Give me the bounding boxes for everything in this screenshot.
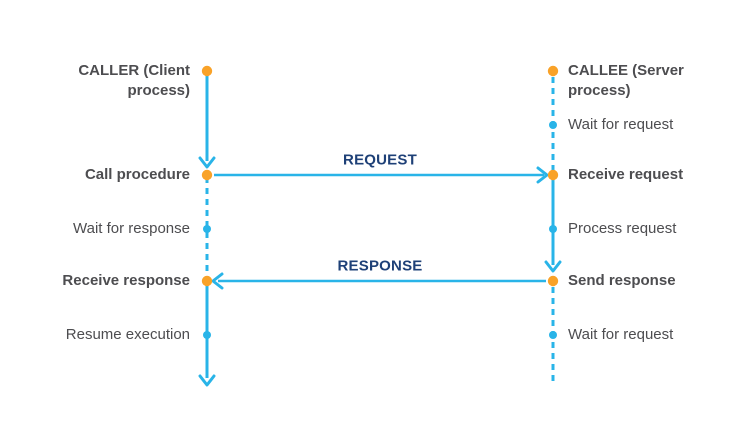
wait-for-request-2-label: Wait for request <box>568 326 674 343</box>
arrow-down-icon <box>198 374 216 387</box>
arrow-down-icon <box>544 260 562 273</box>
event-dots <box>201 65 559 287</box>
arrow-right-icon <box>536 166 549 184</box>
send-response-dot <box>547 275 559 287</box>
callee-start-dot <box>547 65 559 77</box>
request-arrow <box>214 166 549 184</box>
caller-start-dot <box>201 65 213 77</box>
process-request-dot <box>549 225 557 233</box>
arrow-left-icon <box>211 272 224 290</box>
receive-request-dot <box>547 169 559 181</box>
receive-response-label: Receive response <box>62 272 190 289</box>
caller-title: CALLER (Client process) <box>78 62 190 99</box>
resume-execution-dot <box>203 331 211 339</box>
caller-lifeline <box>198 71 216 387</box>
receive-response-dot <box>201 275 213 287</box>
wait-for-response-label: Wait for response <box>73 220 190 237</box>
arrow-down-icon <box>198 156 216 169</box>
response-message-label: RESPONSE <box>337 257 423 275</box>
wait-for-response-dot <box>203 225 211 233</box>
callee-title: CALLEE (Server process) <box>568 62 684 99</box>
state-dots <box>203 121 557 339</box>
response-arrow <box>211 272 546 290</box>
process-request-label: Process request <box>568 220 677 237</box>
send-response-label: Send response <box>568 272 676 289</box>
call-procedure-dot <box>201 169 213 181</box>
request-message-label: REQUEST <box>343 151 417 169</box>
wait-for-request-2-dot <box>549 331 557 339</box>
resume-execution-label: Resume execution <box>65 326 190 343</box>
wait-for-request-dot <box>549 121 557 129</box>
call-procedure-label: Call procedure <box>84 166 190 183</box>
receive-request-label: Receive request <box>568 166 684 183</box>
wait-for-request-label: Wait for request <box>568 116 674 133</box>
